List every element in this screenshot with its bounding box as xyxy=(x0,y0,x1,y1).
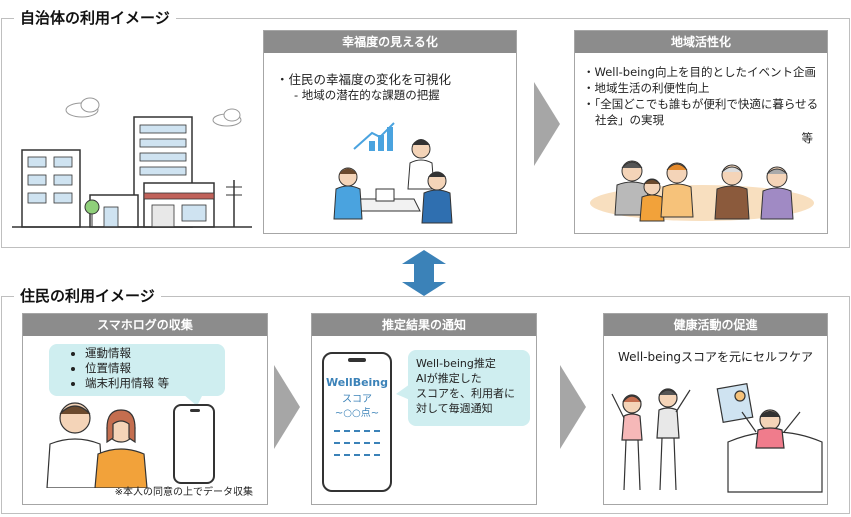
flow-arrow-municipal xyxy=(534,82,560,166)
notification-line-4: 対して毎週通知 xyxy=(416,402,493,415)
municipal-section-title: 自治体の利用イメージ xyxy=(14,7,176,28)
notification-bubble: Well-being推定 AIが推定した スコアを、利用者に 対して毎週通知 xyxy=(408,350,530,426)
regional-line-2: ・地域生活の利便性向上 xyxy=(583,81,710,95)
consent-note: ※本人の同意の上でデータ収集 xyxy=(114,487,253,498)
app-line-3 xyxy=(334,454,380,456)
app-name-line-1: WellBeing xyxy=(325,376,389,389)
app-score: ~○○点~ xyxy=(334,408,380,419)
notification-line-1: Well-being推定 xyxy=(416,357,496,370)
meeting-illustration xyxy=(324,119,464,231)
flow-arrow-resident-1 xyxy=(274,365,300,449)
app-line-2 xyxy=(334,442,380,444)
health-activity-title: 健康活動の促進 xyxy=(604,314,827,336)
health-activity-panel: 健康活動の促進 Well-beingスコアを元にセルフケア xyxy=(603,313,828,505)
happiness-line-2: - 地域の潜在的な課題の把握 xyxy=(294,88,440,102)
regional-line-3: ・「全国どこでも誰もが便利で快適に暮らせる xyxy=(583,97,819,111)
exercise-illustration xyxy=(610,382,825,500)
app-line-1 xyxy=(334,430,380,432)
city-illustration xyxy=(12,95,252,230)
smartphone-icon xyxy=(173,404,215,484)
regional-line-4: 社会」の実現 xyxy=(595,113,664,127)
estimation-notification-title: 推定結果の通知 xyxy=(312,314,536,336)
regional-revitalization-panel: 地域活性化 ・Well-being向上を目的としたイベント企画 ・地域生活の利便… xyxy=(574,30,828,234)
happiness-line-1: ・住民の幸福度の変化を可視化 xyxy=(276,72,452,87)
smartphone-log-title: スマホログの収集 xyxy=(23,314,267,336)
data-types-bubble: 運動情報 位置情報 端末利用情報 等 xyxy=(49,344,225,396)
notification-line-2: AIが推定した xyxy=(416,372,482,385)
self-care-caption: Well-beingスコアを元にセルフケア xyxy=(617,350,814,364)
notification-bubble-tail xyxy=(396,384,410,400)
community-illustration xyxy=(587,153,817,231)
resident-section-title: 住民の利用イメージ xyxy=(14,285,161,306)
bidirectional-arrow xyxy=(396,250,452,296)
regional-etc: 等 xyxy=(801,131,814,145)
happiness-visualization-title: 幸福度の見える化 xyxy=(264,31,516,53)
app-phone: WellBeing スコア ~○○点~ xyxy=(322,352,392,492)
flow-arrow-resident-2 xyxy=(560,365,586,449)
notification-line-3: スコアを、利用者に xyxy=(416,387,515,400)
happiness-visualization-panel: 幸福度の見える化 ・住民の幸福度の変化を可視化 - 地域の潜在的な課題の把握 xyxy=(263,30,517,234)
bubble-tail xyxy=(183,394,203,406)
estimation-notification-panel: 推定結果の通知 WellBeing スコア ~○○点~ Well-being推定… xyxy=(311,313,537,505)
regional-revitalization-title: 地域活性化 xyxy=(575,31,827,53)
data-item-device-usage: 端末利用情報 等 xyxy=(85,376,225,391)
smartphone-log-panel: スマホログの収集 運動情報 位置情報 端末利用情報 等 ※本人の同意の上でデータ… xyxy=(22,313,268,505)
two-residents-illustration xyxy=(37,398,157,489)
data-item-location: 位置情報 xyxy=(85,361,225,376)
data-item-exercise: 運動情報 xyxy=(85,346,225,361)
regional-line-1: ・Well-being向上を目的としたイベント企画 xyxy=(583,65,816,79)
app-name-line-2: スコア xyxy=(342,394,372,405)
